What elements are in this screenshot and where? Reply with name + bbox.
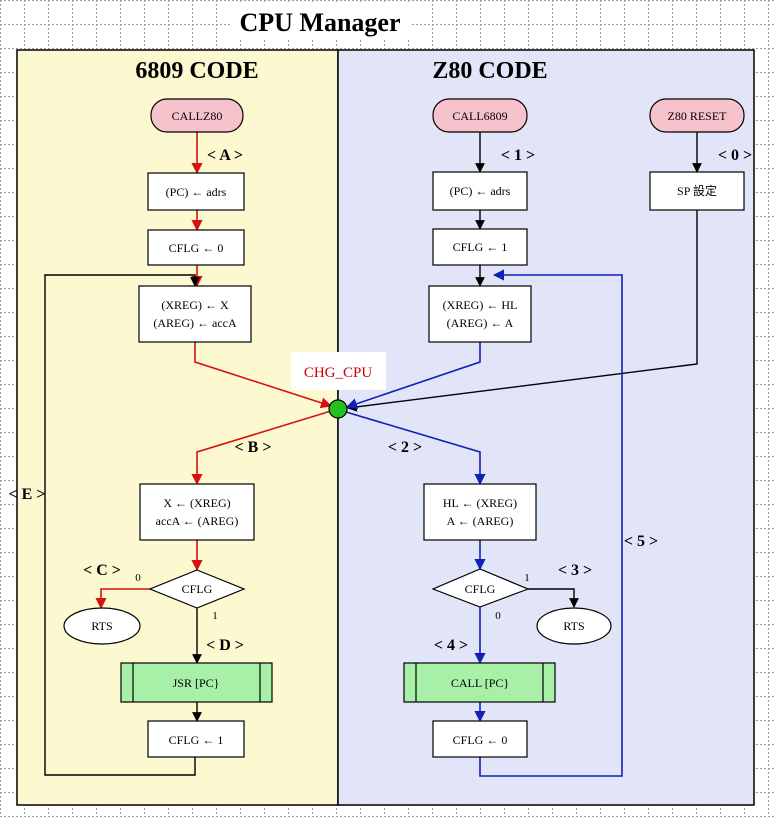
- box-z80-cflg0: CFLG ← 0: [432, 720, 528, 758]
- svg-text:HL ← (XREG): HL ← (XREG): [443, 496, 517, 510]
- step-label-c: < C >: [83, 562, 121, 579]
- branch-6809-one: 1: [212, 610, 218, 622]
- svg-text:CALLZ80: CALLZ80: [172, 109, 223, 123]
- connectors-6809-black: [44, 274, 202, 776]
- box-z80-sp: SP 設定: [649, 171, 745, 211]
- step-label-3: < 3 >: [558, 562, 592, 579]
- svg-text:CFLG ← 0: CFLG ← 0: [169, 241, 224, 255]
- call-6809-jsr: JSR [PC}: [120, 662, 273, 703]
- svg-text:X ← (XREG): X ← (XREG): [163, 496, 230, 510]
- panel-z80-title: Z80 CODE: [432, 58, 547, 84]
- step-label-d: < D >: [206, 637, 244, 654]
- diagram-title: CPU Manager: [239, 8, 400, 37]
- svg-text:RTS: RTS: [91, 619, 112, 633]
- svg-text:SP 設定: SP 設定: [677, 183, 717, 198]
- svg-text:CALL6809: CALL6809: [452, 109, 507, 123]
- box-z80-cflg1: CFLG ← 1: [432, 228, 528, 266]
- connectors-z80-black: [347, 132, 702, 608]
- decision-6809-cflg: CFLG: [148, 569, 246, 609]
- box-z80-load-regs: HL ← (XREG) A ← (AREG): [423, 483, 537, 541]
- svg-text:(PC) ← adrs: (PC) ← adrs: [450, 184, 511, 198]
- step-label-0: < 0 >: [718, 147, 752, 164]
- box-z80-save-regs: (XREG) ← HL (AREG) ← A: [428, 285, 532, 343]
- svg-text:CFLG ← 0: CFLG ← 0: [453, 733, 508, 747]
- call-z80-call: CALL [PC}: [403, 662, 556, 703]
- branch-6809-zero: 0: [135, 572, 141, 584]
- step-label-b: < B >: [235, 439, 272, 456]
- chg-cpu-junction: [328, 399, 348, 419]
- node-z80-reset: Z80 RESET: [649, 98, 745, 133]
- svg-text:CFLG ← 1: CFLG ← 1: [453, 240, 508, 254]
- terminal-6809-rts: RTS: [63, 607, 141, 645]
- panel-6809-title: 6809 CODE: [135, 58, 258, 84]
- svg-text:(XREG) ← X: (XREG) ← X: [161, 298, 229, 312]
- chg-cpu-label-bg: [291, 352, 386, 390]
- svg-text:JSR [PC}: JSR [PC}: [173, 676, 220, 690]
- branch-z80-one: 1: [524, 572, 530, 584]
- connectors-z80-blue: [345, 269, 623, 777]
- box-6809-pc-adrs: (PC) ← adrs: [147, 172, 245, 211]
- box-6809-save-regs: (XREG) ← X (AREG) ← accA: [138, 285, 252, 343]
- svg-text:CALL [PC}: CALL [PC}: [451, 676, 509, 690]
- svg-text:(XREG) ← HL: (XREG) ← HL: [443, 298, 518, 312]
- step-label-1: < 1 >: [501, 147, 535, 164]
- step-label-a: < A >: [207, 147, 243, 164]
- box-z80-pc-adrs: (PC) ← adrs: [432, 171, 528, 211]
- box-6809-cflg0: CFLG ← 0: [147, 229, 245, 266]
- node-call6809: CALL6809: [432, 98, 528, 133]
- step-label-4: < 4 >: [434, 637, 468, 654]
- box-6809-load-regs: X ← (XREG) accA ← (AREG): [139, 483, 255, 541]
- svg-text:accA ← (AREG): accA ← (AREG): [156, 514, 239, 528]
- step-label-5: < 5 >: [624, 533, 658, 550]
- svg-text:RTS: RTS: [563, 619, 584, 633]
- svg-text:A ← (AREG): A ← (AREG): [447, 514, 514, 528]
- box-6809-cflg1: CFLG ← 1: [147, 720, 245, 758]
- svg-text:CFLG ← 1: CFLG ← 1: [169, 733, 224, 747]
- svg-text:Z80 RESET: Z80 RESET: [668, 109, 728, 123]
- svg-text:CFLG: CFLG: [182, 582, 213, 596]
- terminal-z80-rts: RTS: [536, 607, 612, 645]
- branch-z80-zero: 0: [495, 610, 501, 622]
- decision-z80-cflg: CFLG: [431, 568, 530, 608]
- svg-text:(PC) ← adrs: (PC) ← adrs: [166, 185, 227, 199]
- node-callz80: CALLZ80: [150, 98, 244, 133]
- svg-text:CFLG: CFLG: [465, 582, 496, 596]
- step-label-e: < E >: [9, 486, 46, 503]
- step-label-2: < 2 >: [388, 439, 422, 456]
- svg-text:(AREG) ← accA: (AREG) ← accA: [153, 316, 237, 330]
- chg-cpu-label: CHG_CPU: [304, 365, 373, 381]
- svg-text:(AREG) ← A: (AREG) ← A: [447, 316, 514, 330]
